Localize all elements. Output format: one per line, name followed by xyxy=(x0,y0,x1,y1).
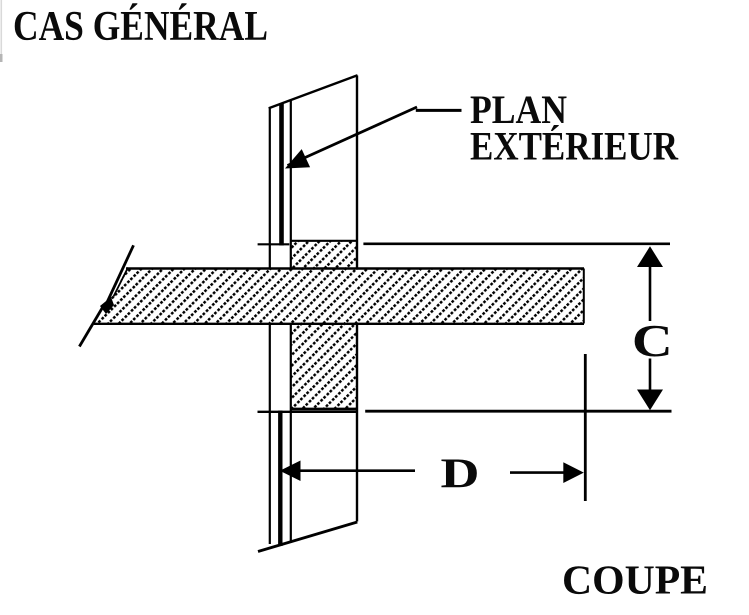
svg-text:CAS GÉNÉRAL: CAS GÉNÉRAL xyxy=(13,3,268,50)
svg-text:COUPE: COUPE xyxy=(562,557,708,603)
svg-text:C: C xyxy=(632,316,673,367)
svg-text:D: D xyxy=(441,450,480,497)
svg-text:PLAN: PLAN xyxy=(470,87,567,132)
svg-text:EXTÉRIEUR: EXTÉRIEUR xyxy=(470,124,679,169)
